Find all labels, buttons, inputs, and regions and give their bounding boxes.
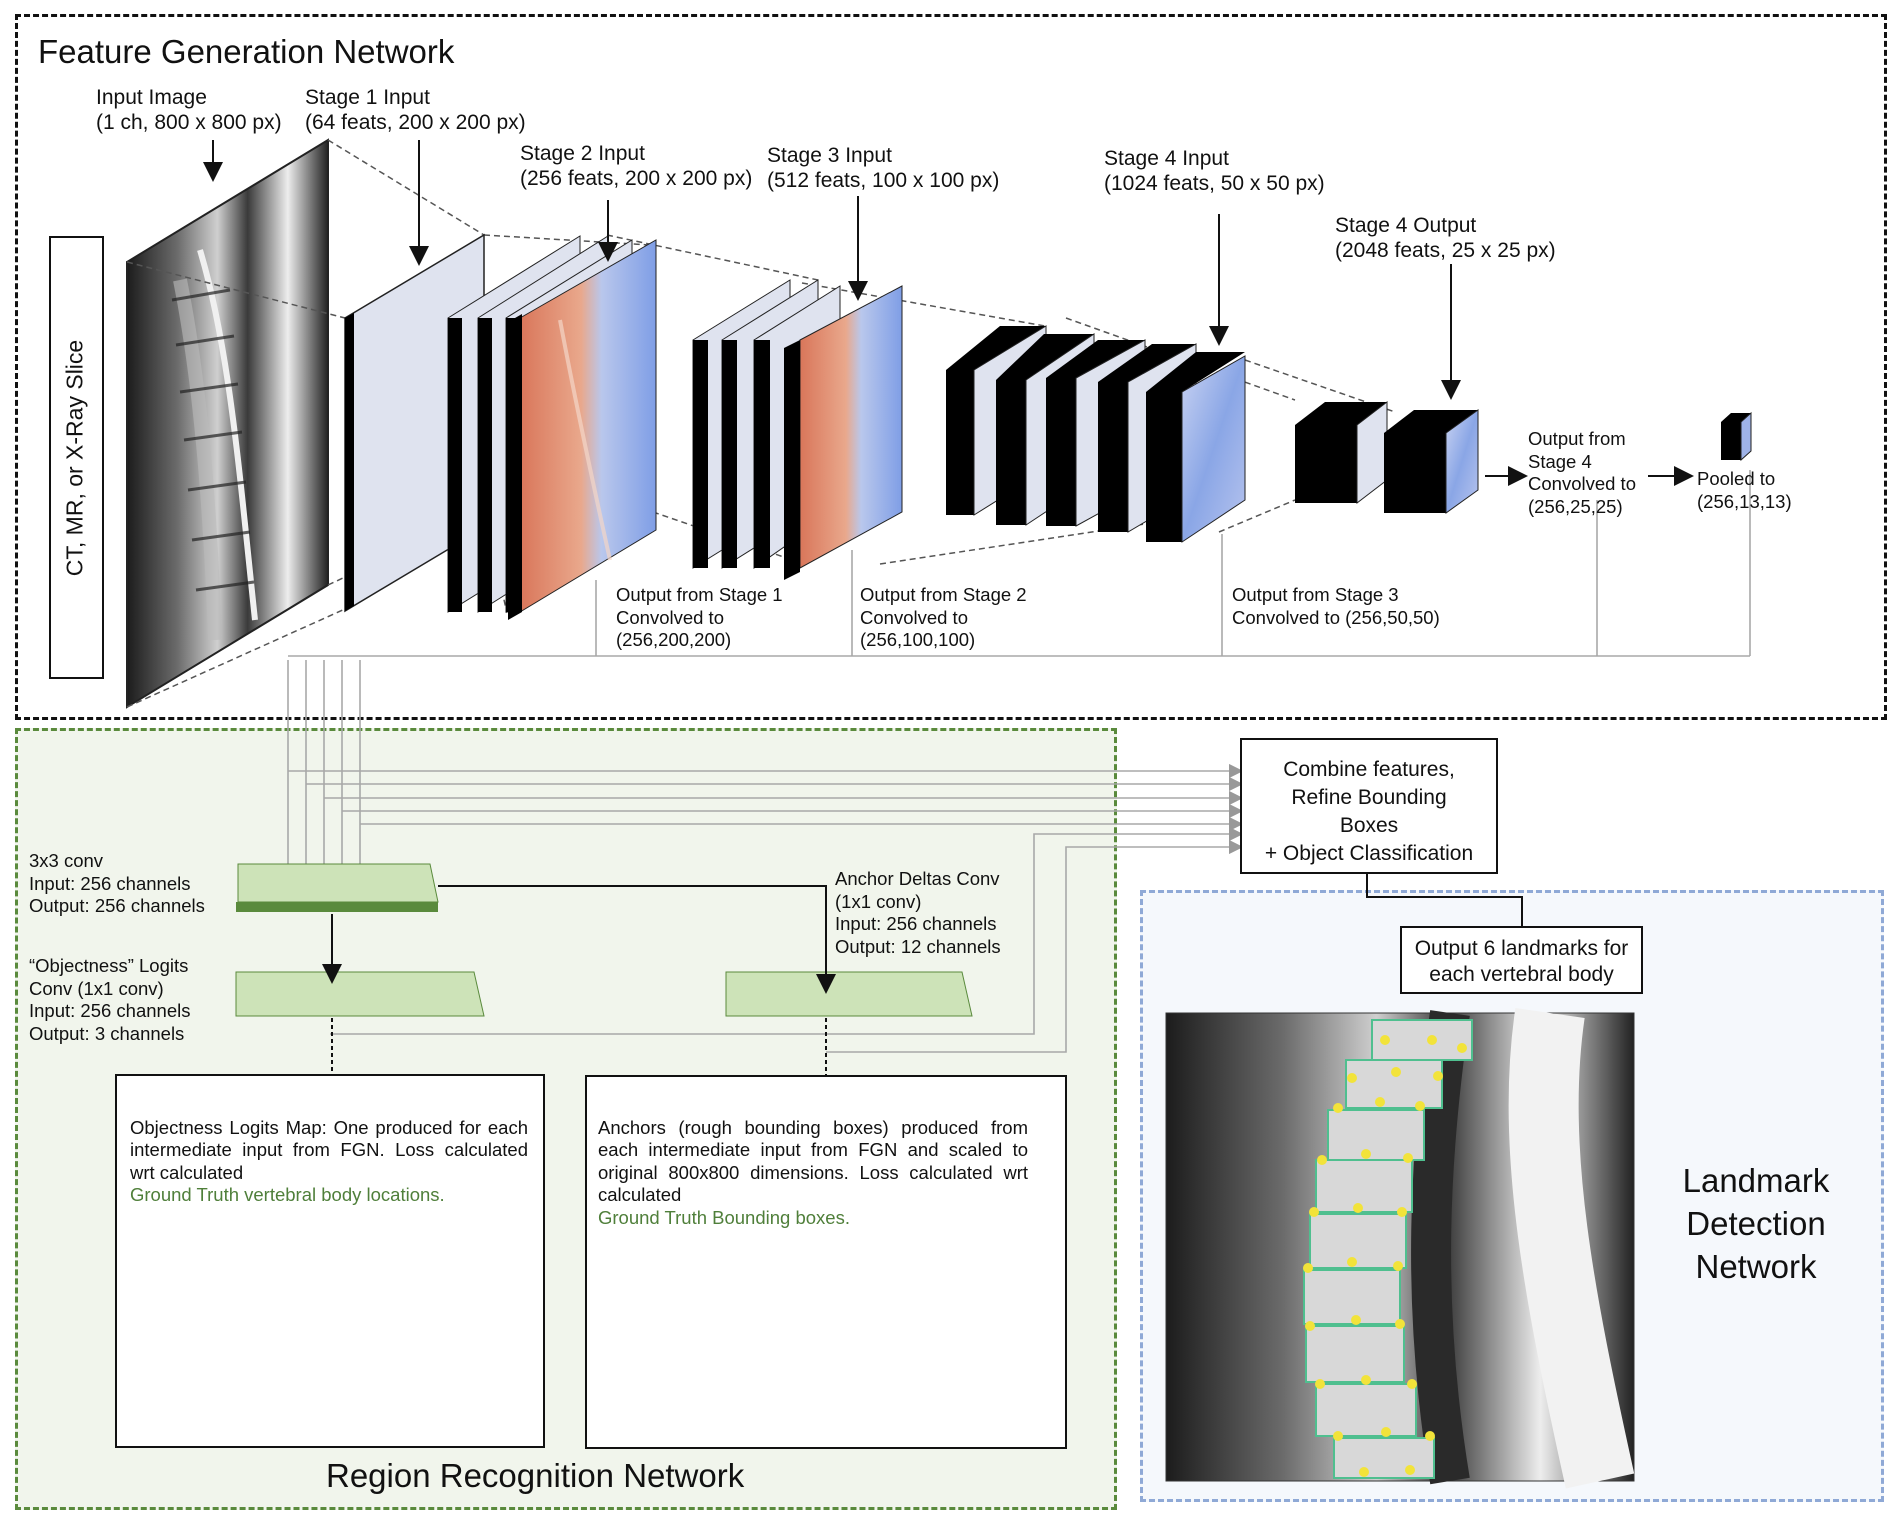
stage2-input-label: Stage 2 Input (256 feats, 200 x 200 px) xyxy=(520,142,753,190)
stage3-output-label: Output from Stage 3 Convolved to (256,50… xyxy=(1232,584,1440,628)
landmark-image xyxy=(1165,1007,1635,1489)
anchor-deltas-conv-label: Anchor Deltas Conv (1x1 conv) Input: 256… xyxy=(835,868,1001,957)
stage4-output-conv-label: Output from Stage 4 Convolved to (256,25… xyxy=(1528,428,1636,517)
pooled-cube xyxy=(1721,411,1752,462)
stage4-feature-stack xyxy=(946,325,1246,543)
fgn-region xyxy=(15,14,1887,720)
stage3-feature-stack xyxy=(692,279,903,580)
objectness-map-ground-truth: Ground Truth vertebral body locations. xyxy=(130,1184,445,1206)
pooled-label: Pooled to (256,13,13) xyxy=(1697,468,1792,512)
anchors-box xyxy=(585,1075,1067,1449)
conv3x3-label: 3x3 conv Input: 256 channels Output: 256… xyxy=(29,850,205,917)
stage2-output-label: Output from Stage 2 Convolved to (256,10… xyxy=(860,584,1027,651)
anchors-ground-truth: Ground Truth Bounding boxes. xyxy=(598,1206,850,1228)
objectness-map-text: Objectness Logits Map: One produced for … xyxy=(130,1116,528,1183)
fgn-arrows xyxy=(203,140,1694,486)
stage4-input-label: Stage 4 Input (1024 feats, 50 x 50 px) xyxy=(1104,147,1325,195)
stage2-feature-stack xyxy=(447,235,657,620)
stage4-output-label: Stage 4 Output (2048 feats, 25 x 25 px) xyxy=(1335,214,1556,262)
combine-features-box: Combine features, Refine Bounding Boxes … xyxy=(1240,738,1498,874)
input-modality-label: CT, MR, or X-Ray Slice xyxy=(61,339,88,577)
rrn-title: Region Recognition Network xyxy=(326,1457,745,1494)
input-image-label: Input Image (1 ch, 800 x 800 px) xyxy=(96,86,282,134)
stage4-output-cubes xyxy=(1295,400,1479,514)
rrn-conv-blocks xyxy=(235,863,973,1017)
ldn-title: Landmark Detection Network xyxy=(1682,1162,1830,1285)
anchors-description: Anchors (rough bounding boxes) produced … xyxy=(598,1094,1028,1229)
stage1-output-label: Output from Stage 1 Convolved to (256,20… xyxy=(616,584,783,651)
fgn-title: Feature Generation Network xyxy=(38,33,455,70)
landmark-output-box: Output 6 landmarks for each vertebral bo… xyxy=(1400,926,1643,994)
input-modality-box xyxy=(49,236,104,679)
objectness-conv-label: “Objectness” Logits Conv (1x1 conv) Inpu… xyxy=(29,955,191,1044)
anchors-text: Anchors (rough bounding boxes) produced … xyxy=(598,1116,1028,1206)
feature-routing-lines xyxy=(280,470,1751,1053)
input-image-slice xyxy=(126,138,329,709)
objectness-map-description: Objectness Logits Map: One produced for … xyxy=(130,1094,528,1207)
rrn-arrows xyxy=(322,870,1523,1075)
stage3-input-label: Stage 3 Input (512 feats, 100 x 100 px) xyxy=(767,144,1000,192)
objectness-map-box xyxy=(115,1074,545,1448)
stage1-input-label: Stage 1 Input (64 feats, 200 x 200 px) xyxy=(305,86,526,134)
